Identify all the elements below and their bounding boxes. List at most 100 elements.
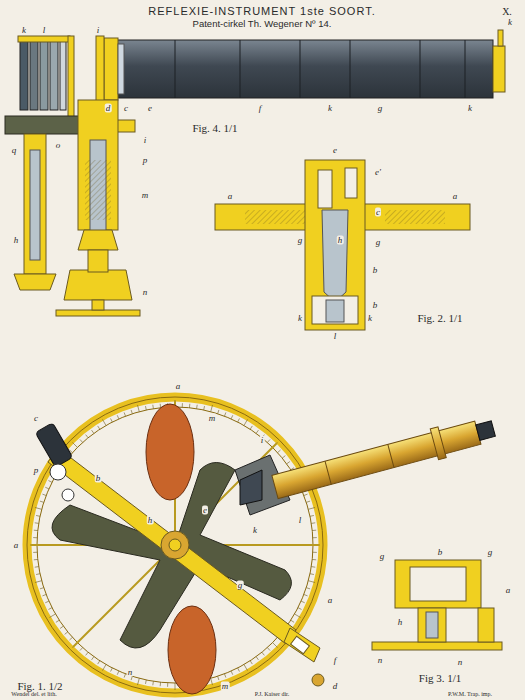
scale-tick: [231, 415, 233, 419]
fig4-stand: [5, 100, 140, 316]
scale-tick: [308, 581, 315, 583]
scale-tick: [313, 537, 317, 538]
scale-tick: [98, 661, 100, 664]
callout-letter: p: [33, 466, 40, 475]
credit-line: P.W.M. Trap. imp.: [448, 691, 492, 697]
callout-letter: g: [297, 236, 304, 245]
callout-letter: m: [208, 414, 217, 423]
callout-letter: b: [372, 266, 379, 275]
scale-tick: [250, 426, 252, 429]
scale-tick: [278, 450, 281, 453]
callout-letter: g: [237, 581, 244, 590]
callout-letter: k: [327, 104, 333, 113]
fig4-telescope: [96, 30, 505, 102]
callout-letter: k: [467, 104, 473, 113]
scale-tick: [33, 552, 37, 553]
scale-tick: [152, 681, 154, 685]
scale-tick: [267, 648, 270, 651]
callout-letter: b: [437, 548, 444, 557]
callout-letter: i: [96, 26, 101, 35]
plate-title: REFLEXIE-INSTRUMENT 1ste SOORT.: [148, 5, 375, 17]
scale-tick: [65, 632, 68, 635]
callout-letter: i: [143, 136, 148, 145]
scale-tick: [56, 620, 59, 622]
scale-tick: [42, 594, 46, 595]
scale-tick: [304, 594, 308, 595]
callout-letter: i: [260, 436, 265, 445]
scale-tick: [60, 626, 63, 628]
scale-tick: [36, 573, 40, 575]
scale-tick: [311, 566, 315, 568]
callout-letter: b: [372, 301, 379, 310]
scale-tick: [92, 430, 94, 433]
callout-letter: g: [377, 104, 384, 113]
scale-tick: [117, 415, 119, 419]
callout-letter: d: [105, 104, 112, 113]
scale-tick: [175, 683, 176, 690]
scale-tick: [282, 456, 285, 459]
callout-letter: n: [457, 658, 464, 667]
scale-tick: [308, 507, 315, 509]
scale-tick: [40, 501, 44, 502]
callout-letter: a: [227, 192, 234, 201]
scale-tick: [244, 419, 248, 425]
callout-letter: l: [333, 332, 338, 341]
scale-tick: [152, 405, 154, 409]
scale-tick: [310, 573, 314, 575]
figure-label: Fig 3. 1/1: [419, 673, 461, 684]
scale-tick: [306, 501, 310, 502]
callout-letter: k: [367, 314, 373, 323]
figure-label: Fig. 2. 1/1: [417, 313, 462, 324]
scale-tick: [45, 487, 49, 489]
scale-tick: [167, 683, 168, 687]
scale-tick: [34, 559, 38, 560]
scale-tick: [35, 507, 42, 509]
scale-tick: [267, 439, 270, 442]
callout-letter: h: [337, 236, 344, 245]
scale-tick: [33, 537, 37, 538]
scale-tick: [295, 614, 301, 618]
scale-tick: [111, 418, 113, 422]
scale-tick: [48, 481, 52, 483]
scale-tick: [49, 614, 55, 618]
callout-letter: h: [397, 618, 404, 627]
scale-tick: [36, 515, 40, 517]
callout-letter: a: [327, 596, 334, 605]
callout-letter: b: [95, 474, 102, 483]
scale-tick: [86, 435, 89, 438]
scale-tick: [103, 419, 107, 425]
scale-tick: [287, 462, 290, 464]
plate-number: X.: [502, 7, 512, 17]
callout-letter: d: [332, 682, 339, 691]
scale-tick: [218, 410, 219, 414]
scale-tick: [218, 676, 219, 680]
callout-letter: n: [377, 656, 384, 665]
callout-letter: a: [13, 541, 20, 550]
plate-subtitle: Patent-cirkel Th. Wegener Nº 14.: [193, 19, 332, 29]
scale-tick: [182, 403, 183, 407]
callout-letter: k: [297, 314, 303, 323]
callout-letter: c: [123, 104, 129, 113]
callout-letter: e: [202, 506, 208, 515]
scale-tick: [92, 657, 94, 660]
scale-tick: [311, 522, 315, 524]
callout-letter: h: [147, 516, 154, 525]
fig3-detail: [372, 560, 502, 650]
scale-tick: [250, 661, 252, 664]
scale-tick: [137, 405, 139, 412]
scale-tick: [262, 652, 265, 655]
callout-letter: a: [505, 586, 512, 595]
scale-tick: [131, 410, 132, 414]
scale-tick: [160, 682, 161, 686]
figure-label: Fig. 4. 1/1: [192, 123, 237, 134]
scale-tick: [312, 530, 316, 531]
scale-tick: [124, 412, 125, 416]
callout-letter: g: [487, 548, 494, 557]
callout-letter: g: [375, 238, 382, 247]
callout-letter: a: [452, 192, 459, 201]
scale-tick: [273, 643, 278, 648]
callout-letter: p: [142, 156, 149, 165]
scale-tick: [189, 404, 190, 408]
scale-tick: [310, 515, 314, 517]
